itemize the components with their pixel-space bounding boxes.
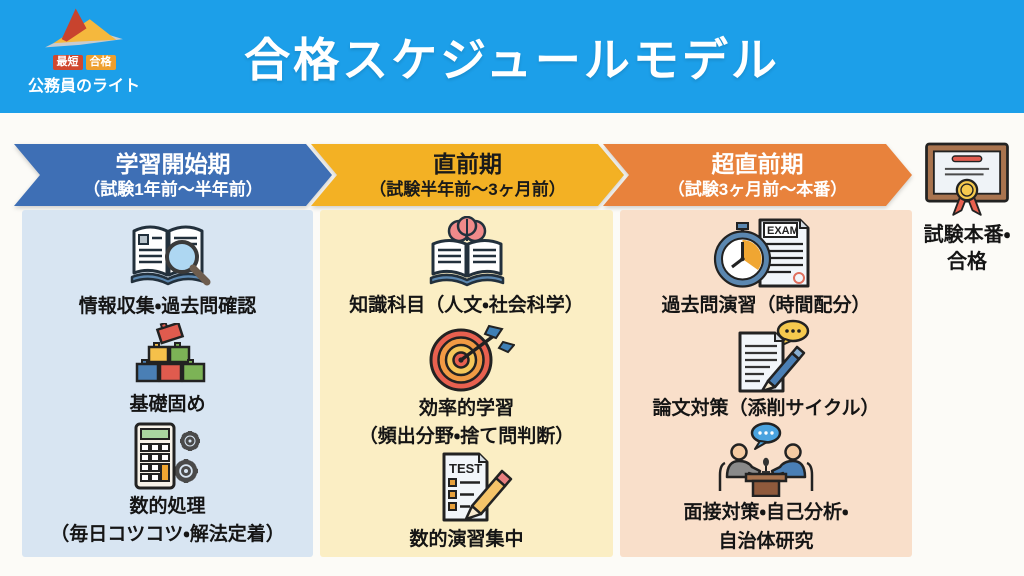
list-item: 数的処理 （毎日コツコツ・解法定着）: [50, 421, 285, 548]
item-label: 情報収集・過去問確認: [78, 296, 257, 318]
brand-name: 公務員のライト: [27, 78, 140, 96]
svg-text:EXAM: EXAM: [767, 225, 799, 237]
list-item: 効率的学習 （頻出分野・捨て問判断）: [359, 319, 574, 450]
page-title: 合格スケジュールモデル: [244, 33, 780, 86]
goal-label: 試験本番・ 合格: [924, 222, 1011, 276]
essay-pen-icon: [738, 319, 810, 393]
phase-3-panel: EXAM 過去問演習（時間配分）: [620, 210, 912, 557]
phase-arrow-3: 超直前期 （試験3ヶ月前〜本番）: [603, 144, 912, 206]
badge-goukaku: 合格: [85, 55, 116, 71]
certificate-icon: [925, 142, 1009, 216]
list-item: 知識科目（人文・社会科学）: [349, 216, 584, 319]
item-label2: 自治体研究: [718, 531, 814, 553]
svg-text:TEST: TEST: [449, 461, 482, 476]
phase-2-name: 直前期: [433, 151, 502, 177]
phase-3-period: （試験3ヶ月前〜本番）: [667, 179, 848, 199]
mountain-logo-icon: [45, 8, 123, 48]
list-item: EXAM 過去問演習（時間配分）: [661, 216, 871, 319]
book-brain-icon: [429, 216, 504, 287]
building-blocks-icon: [135, 322, 205, 383]
item-label: 知識科目（人文・社会科学）: [349, 295, 584, 316]
stopwatch-exam-icon: EXAM: [713, 218, 810, 288]
item-label: 論文対策（添削サイクル）: [652, 397, 880, 419]
logo-badges: 最短 合格: [52, 55, 116, 71]
target-arrow-icon: [429, 324, 515, 392]
list-item: 面接対策・自己分析・ 自治体研究: [683, 421, 849, 554]
list-item: 基礎固め: [120, 322, 216, 418]
phase-arrow-2: 直前期 （試験半年前〜3ヶ月前）: [311, 144, 624, 206]
badge-saitan: 最短: [52, 55, 83, 71]
interview-icon: [718, 422, 814, 498]
test-paper-pencil-icon: TEST: [442, 452, 513, 522]
phase-arrow-1: 学習開始期 （試験1年前〜半年前）: [14, 144, 332, 206]
item-label2: （頻出分野・捨て問判断）: [358, 426, 575, 448]
header-band: 合格スケジュールモデル 最短 合格 公務員のライト: [0, 0, 1024, 113]
goal-label-line1: 試験本番・: [923, 224, 1011, 246]
phase-3-name: 超直前期: [711, 151, 804, 177]
goal-label-line2: 合格: [947, 251, 987, 273]
phase-1-period: （試験1年前〜半年前）: [83, 179, 263, 199]
phase-2-panel: 知識科目（人文・社会科学） 効率的学習 （頻出分野・捨て問判断） TEST: [320, 210, 613, 557]
phase-2-period: （試験半年前〜3ヶ月前）: [369, 179, 566, 199]
item-label: 数的処理: [129, 495, 206, 517]
phase-1-name: 学習開始期: [115, 151, 231, 177]
item-label: 過去問演習（時間配分）: [661, 295, 871, 316]
item-label: 数的演習集中: [409, 529, 524, 551]
phase-1-panel: 情報収集・過去問確認 基礎固め: [22, 210, 313, 557]
book-magnifier-icon: [130, 225, 210, 286]
calculator-gears-icon: [134, 422, 200, 490]
list-item: 情報収集・過去問確認: [79, 219, 256, 320]
item-label: 面接対策・自己分析・: [683, 502, 849, 524]
goal-section: 試験本番・ 合格: [912, 140, 1022, 276]
item-label: 基礎固め: [129, 393, 206, 415]
item-label: 効率的学習: [418, 397, 514, 419]
list-item: 論文対策（添削サイクル）: [652, 319, 880, 422]
list-item: TEST 数的演習集中: [409, 450, 524, 553]
brand-logo: 最短 合格 公務員のライト: [26, 6, 142, 96]
item-label2: （毎日コツコツ・解法定着）: [50, 524, 285, 546]
